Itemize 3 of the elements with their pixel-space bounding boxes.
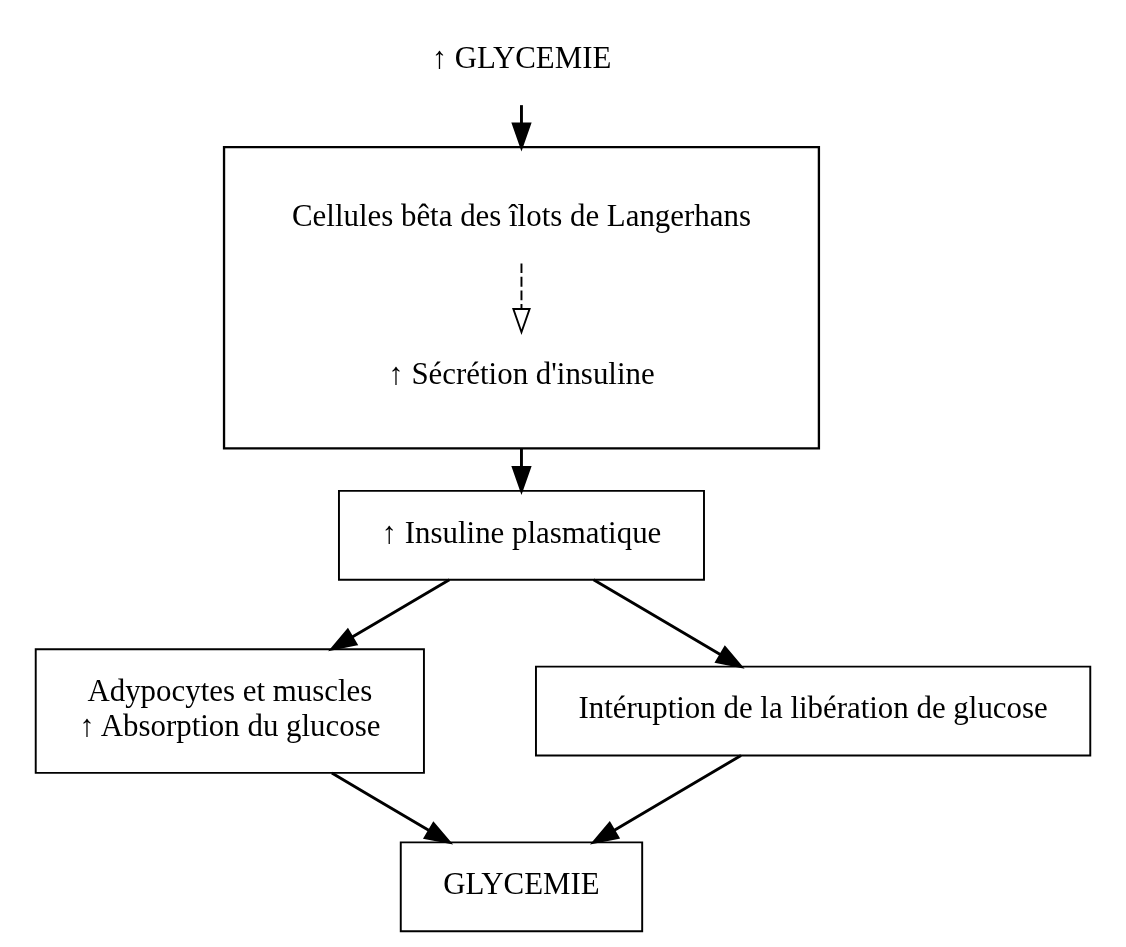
node-text: ↑ GLYCEMIE bbox=[431, 39, 612, 75]
node-text: Cellules bêta des îlots de Langerhans bbox=[292, 197, 751, 233]
node-text: ↑ Sécrétion d'insuline bbox=[388, 356, 655, 392]
